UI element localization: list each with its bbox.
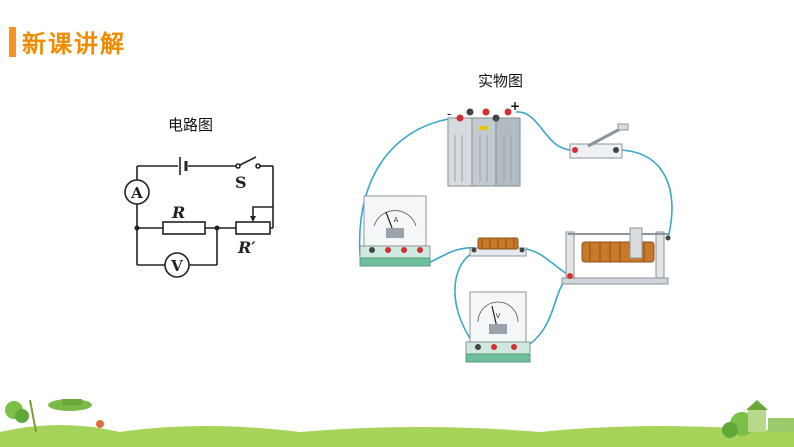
rheostat-symbol [235, 221, 271, 235]
ammeter-letter: A [130, 184, 143, 202]
sliding-rheostat-device [561, 227, 671, 285]
knife-switch [569, 123, 629, 159]
fixed-resistor-device [469, 237, 527, 257]
rheostat-label: R′ [237, 238, 256, 257]
battery-minus-label: - [447, 107, 451, 121]
resistor-symbol [162, 221, 206, 235]
resistor-label: R [171, 203, 185, 222]
physical-title: 实物图 [478, 72, 524, 90]
header-accent-bar [9, 27, 16, 57]
switch-blade [239, 156, 257, 166]
ammeter-device [359, 195, 431, 267]
voltmeter-device [465, 291, 531, 363]
voltmeter-letter: V [170, 257, 183, 275]
page-title: 新课讲解 [22, 30, 126, 58]
switch-label: S [235, 173, 247, 192]
voltmeter-unit: V [496, 312, 501, 320]
switch-pivot [235, 163, 241, 169]
ammeter-unit: A [394, 216, 399, 224]
circuit-schematic [124, 156, 274, 278]
battery-plus-label: + [510, 99, 520, 113]
battery-pack [447, 108, 521, 187]
schematic-title: 电路图 [168, 116, 214, 134]
rheostat-slider-arrow [250, 216, 256, 222]
footer-grass-decoration [0, 399, 794, 447]
